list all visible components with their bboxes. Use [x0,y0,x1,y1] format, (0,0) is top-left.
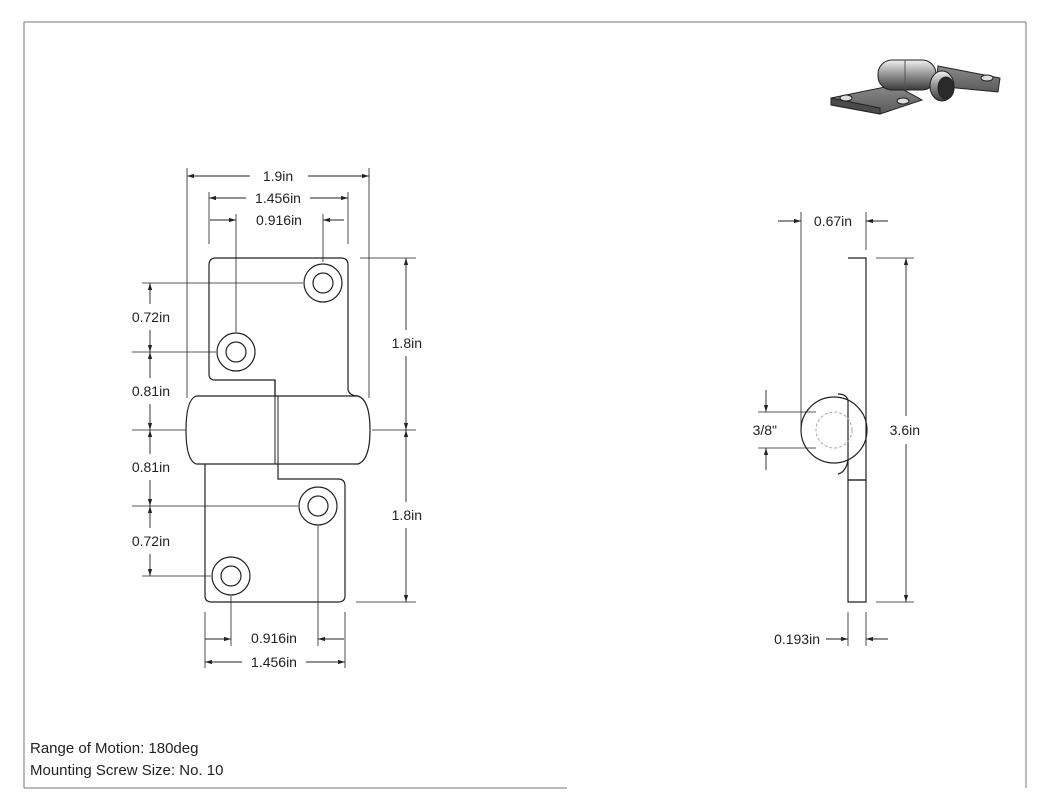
dim-label-knuckle-depth: 0.67in [814,213,852,229]
pin-hidden-circle [815,411,853,449]
side-view [800,257,868,603]
side-knuckle-fillet [837,459,849,475]
mounting-hole [211,556,251,596]
dim-label-lower-hole-offset: 0.916in [251,630,297,646]
dim-label-upper-leaf-height: 1.8in [392,335,422,351]
side-knuckle-circle [800,396,868,464]
mounting-hole [216,332,256,372]
isometric-hinge-thumbnail [830,59,1001,115]
mounting-screw-note: Mounting Screw Size: No. 10 [30,762,224,779]
dim-label-pin-diameter: 3/8" [753,422,777,438]
sheet-border [23,21,1027,789]
upper-leaf-outline [208,257,359,397]
dim-label-overall-height: 3.6in [890,422,920,438]
mounting-hole [298,486,338,526]
dim-label-upper-vertical-spacing: 0.72in [132,309,170,325]
front-dimension-lines [147,173,409,665]
dim-label-lower-hole-span: 1.456in [251,654,297,670]
side-dimension-lines [763,218,909,642]
dim-label-upper-hole-offset: 0.916in [256,212,302,228]
knuckle-outline [185,395,371,465]
mounting-hole [303,263,343,303]
side-lower-leaf [847,480,867,603]
dim-label-leaf-thickness: 0.193in [774,631,820,647]
lower-leaf-outline [204,464,346,603]
front-extension-lines [132,168,416,668]
front-view [185,257,371,603]
dim-label-overall-width: 1.9in [263,168,293,184]
dim-label-upper-hole-span: 1.456in [255,190,301,206]
dim-label-upper-to-knuckle: 0.81in [132,383,170,399]
dim-label-lower-vertical-spacing: 0.72in [132,533,170,549]
dim-label-knuckle-to-lower: 0.81in [132,459,170,475]
range-of-motion-note: Range of Motion: 180deg [30,740,199,757]
dim-label-lower-leaf-height: 1.8in [392,507,422,523]
